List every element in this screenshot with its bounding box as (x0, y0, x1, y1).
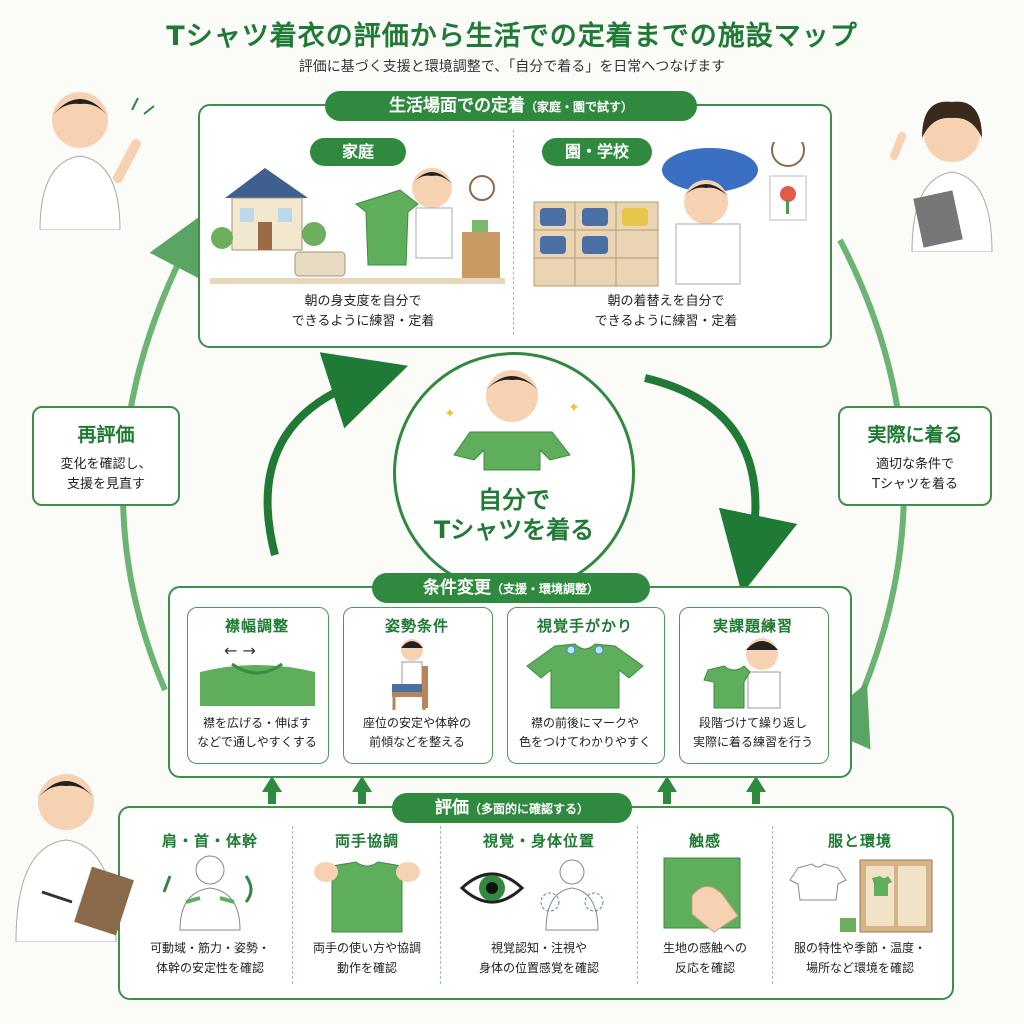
evaluation-header-note: （多面的に確認する） (468, 802, 589, 816)
staff-bottom-left-illustration (15, 774, 134, 942)
conditions-header-label: 条件変更 (422, 578, 491, 598)
reevaluation-text: 変化を確認し、 支援を見直す (34, 455, 178, 495)
posture-illustration (392, 639, 428, 710)
eval-tactile-line1: 生地の感触への (662, 941, 747, 955)
evaluation-header-label: 評価 (434, 798, 469, 818)
eval-environment-line1: 服の特性や季節・温度・ (793, 941, 926, 955)
svg-text:✦: ✦ (444, 406, 456, 422)
condition-card-posture-title: 姿勢条件 (384, 617, 449, 635)
visual-cue-illustration (526, 643, 644, 709)
eval-shoulder-line1: 可動域・筋力・姿勢・ (149, 941, 270, 955)
actual-wearing-text: 適切な条件で Tシャツを着る (840, 455, 990, 495)
condition-card-visual-title: 視覚手がかり (536, 617, 633, 635)
eval-bimanual-text: 両手の使い方や協調 動作を確認 (294, 938, 440, 978)
condition-card-practice-line1: 段階づけて繰り返し (698, 716, 807, 730)
reevaluation-box: 再評価 変化を確認し、 支援を見直す (32, 406, 180, 506)
reevaluation-line2: 支援を見直す (66, 477, 145, 492)
daily-life-divider (513, 130, 514, 335)
condition-card-practice-line2: 実際に着る練習を行う (692, 735, 813, 749)
condition-card-collar-text: 襟を広げる・伸ばす などで通しやすくする (187, 714, 327, 752)
eval-divider-2 (440, 826, 441, 984)
center-goal-line2: Tシャツを着る (433, 516, 595, 544)
condition-card-posture (343, 607, 493, 764)
condition-card-practice-title: 実課題練習 (712, 617, 793, 635)
eval-divider-1 (292, 826, 293, 984)
school-illustration (533, 142, 807, 287)
condition-card-collar-line1: 襟を広げる・伸ばす (202, 716, 311, 730)
eval-tactile-text: 生地の感触への 反応を確認 (639, 938, 771, 978)
eye-and-body-illustration (460, 859, 604, 931)
eval-shoulder-text: 可動域・筋力・姿勢・ 体幹の安定性を確認 (126, 938, 294, 978)
evaluation-box (118, 806, 954, 1000)
home-label: 家庭 (310, 138, 406, 166)
home-illustration (210, 168, 505, 284)
up-arrows (262, 776, 766, 804)
daily-life-header-note: （家庭・園で試す） (524, 100, 633, 114)
condition-card-practice-text: 段階づけて繰り返し 実際に着る練習を行う (679, 714, 827, 752)
conditions-header: 条件変更（支援・環境調整） (372, 573, 650, 603)
actual-wearing-box: 実際に着る 適切な条件で Tシャツを着る (838, 406, 992, 506)
reevaluation-title: 再評価 (77, 424, 135, 446)
eval-bimanual-title: 両手協調 (334, 832, 399, 850)
fabric-touch-illustration (663, 857, 741, 933)
page-subtitle: 評価に基づく支援と環境調整で、「自分で着る」を日常へつなげます (298, 59, 726, 75)
eval-shoulder-line2: 体幹の安定性を確認 (155, 961, 264, 975)
eval-bimanual-line2: 動作を確認 (336, 961, 397, 975)
condition-card-collar-line2: などで通しやすくする (197, 735, 317, 749)
condition-card-visual-line1: 襟の前後にマークや (530, 716, 639, 730)
conditions-header-note: （支援・環境調整） (490, 582, 599, 596)
condition-card-posture-text: 座位の安定や体幹の 前傾などを整える (343, 714, 491, 752)
home-text-line1: 朝の身支度を自分で (304, 294, 422, 309)
actual-wearing-title: 実際に着る (867, 424, 963, 446)
eval-environment-line2: 場所など環境を確認 (805, 961, 914, 975)
reevaluation-line1: 変化を確認し、 (60, 457, 152, 472)
condition-card-posture-line1: 座位の安定や体幹の (362, 716, 471, 730)
inner-arrow-right (644, 374, 798, 595)
daily-life-header-label: 生活場面での定着 (388, 96, 525, 116)
condition-card-visual-text: 襟の前後にマークや 色をつけてわかりやすく (507, 714, 663, 752)
school-label: 園・学校 (542, 138, 652, 166)
eval-visual-line2: 身体の位置感覚を確認 (478, 961, 599, 975)
page-title: Tシャツ着衣の評価から生活での定着までの施設マップ (166, 21, 858, 52)
bimanual-illustration (314, 861, 420, 933)
daily-life-header: 生活場面での定着（家庭・園で試す） (325, 91, 697, 121)
clothes-environment-illustration (789, 859, 933, 933)
svg-text:← →: ← → (224, 641, 256, 660)
condition-card-visual-line2: 色をつけてわかりやすく (518, 735, 651, 749)
eval-bimanual-line1: 両手の使い方や協調 (312, 941, 421, 955)
condition-card-collar-title: 襟幅調整 (224, 617, 289, 635)
eval-divider-4 (772, 826, 773, 984)
staff-top-left-illustration (39, 92, 155, 230)
actual-wearing-line2: Tシャツを着る (872, 477, 958, 492)
eval-shoulder-title: 肩・首・体幹 (161, 832, 258, 850)
eval-visual-title: 視覚・身体位置 (482, 832, 595, 850)
eval-environment-title: 服と環境 (827, 832, 892, 850)
home-text-line2: できるように練習・定着 (291, 314, 435, 329)
evaluation-header: 評価（多面的に確認する） (392, 793, 632, 823)
eval-visual-text: 視覚認知・注視や 身体の位置感覚を確認 (442, 938, 636, 978)
condition-card-posture-line2: 前傾などを整える (369, 735, 465, 749)
center-goal-line1: 自分で (478, 486, 550, 514)
eval-tactile-title: 触感 (688, 832, 721, 850)
shoulder-neck-trunk-illustration (162, 855, 253, 931)
condition-card-visual (507, 607, 665, 764)
center-child-illustration: ✦ ✦ (444, 370, 580, 471)
school-text: 朝の着替えを自分で できるように練習・定着 (526, 292, 806, 332)
school-text-line1: 朝の着替えを自分で (607, 294, 725, 309)
school-text-line2: できるように練習・定着 (594, 314, 738, 329)
eval-environment-text: 服の特性や季節・温度・ 場所など環境を確認 (774, 938, 946, 978)
inner-arrow-left (263, 352, 409, 557)
eval-tactile-line2: 反応を確認 (674, 961, 735, 975)
home-text: 朝の身支度を自分で できるように練習・定着 (228, 292, 498, 332)
collar-width-illustration: ← → (200, 641, 315, 706)
svg-text:✦: ✦ (568, 400, 580, 416)
actual-wearing-line1: 適切な条件で (875, 457, 954, 472)
eval-visual-line1: 視覚認知・注視や (490, 941, 587, 955)
eval-divider-3 (637, 826, 638, 984)
practice-illustration (703, 638, 781, 709)
staff-top-right-illustration (890, 101, 993, 252)
center-goal-text: 自分で Tシャツを着る (393, 485, 635, 545)
